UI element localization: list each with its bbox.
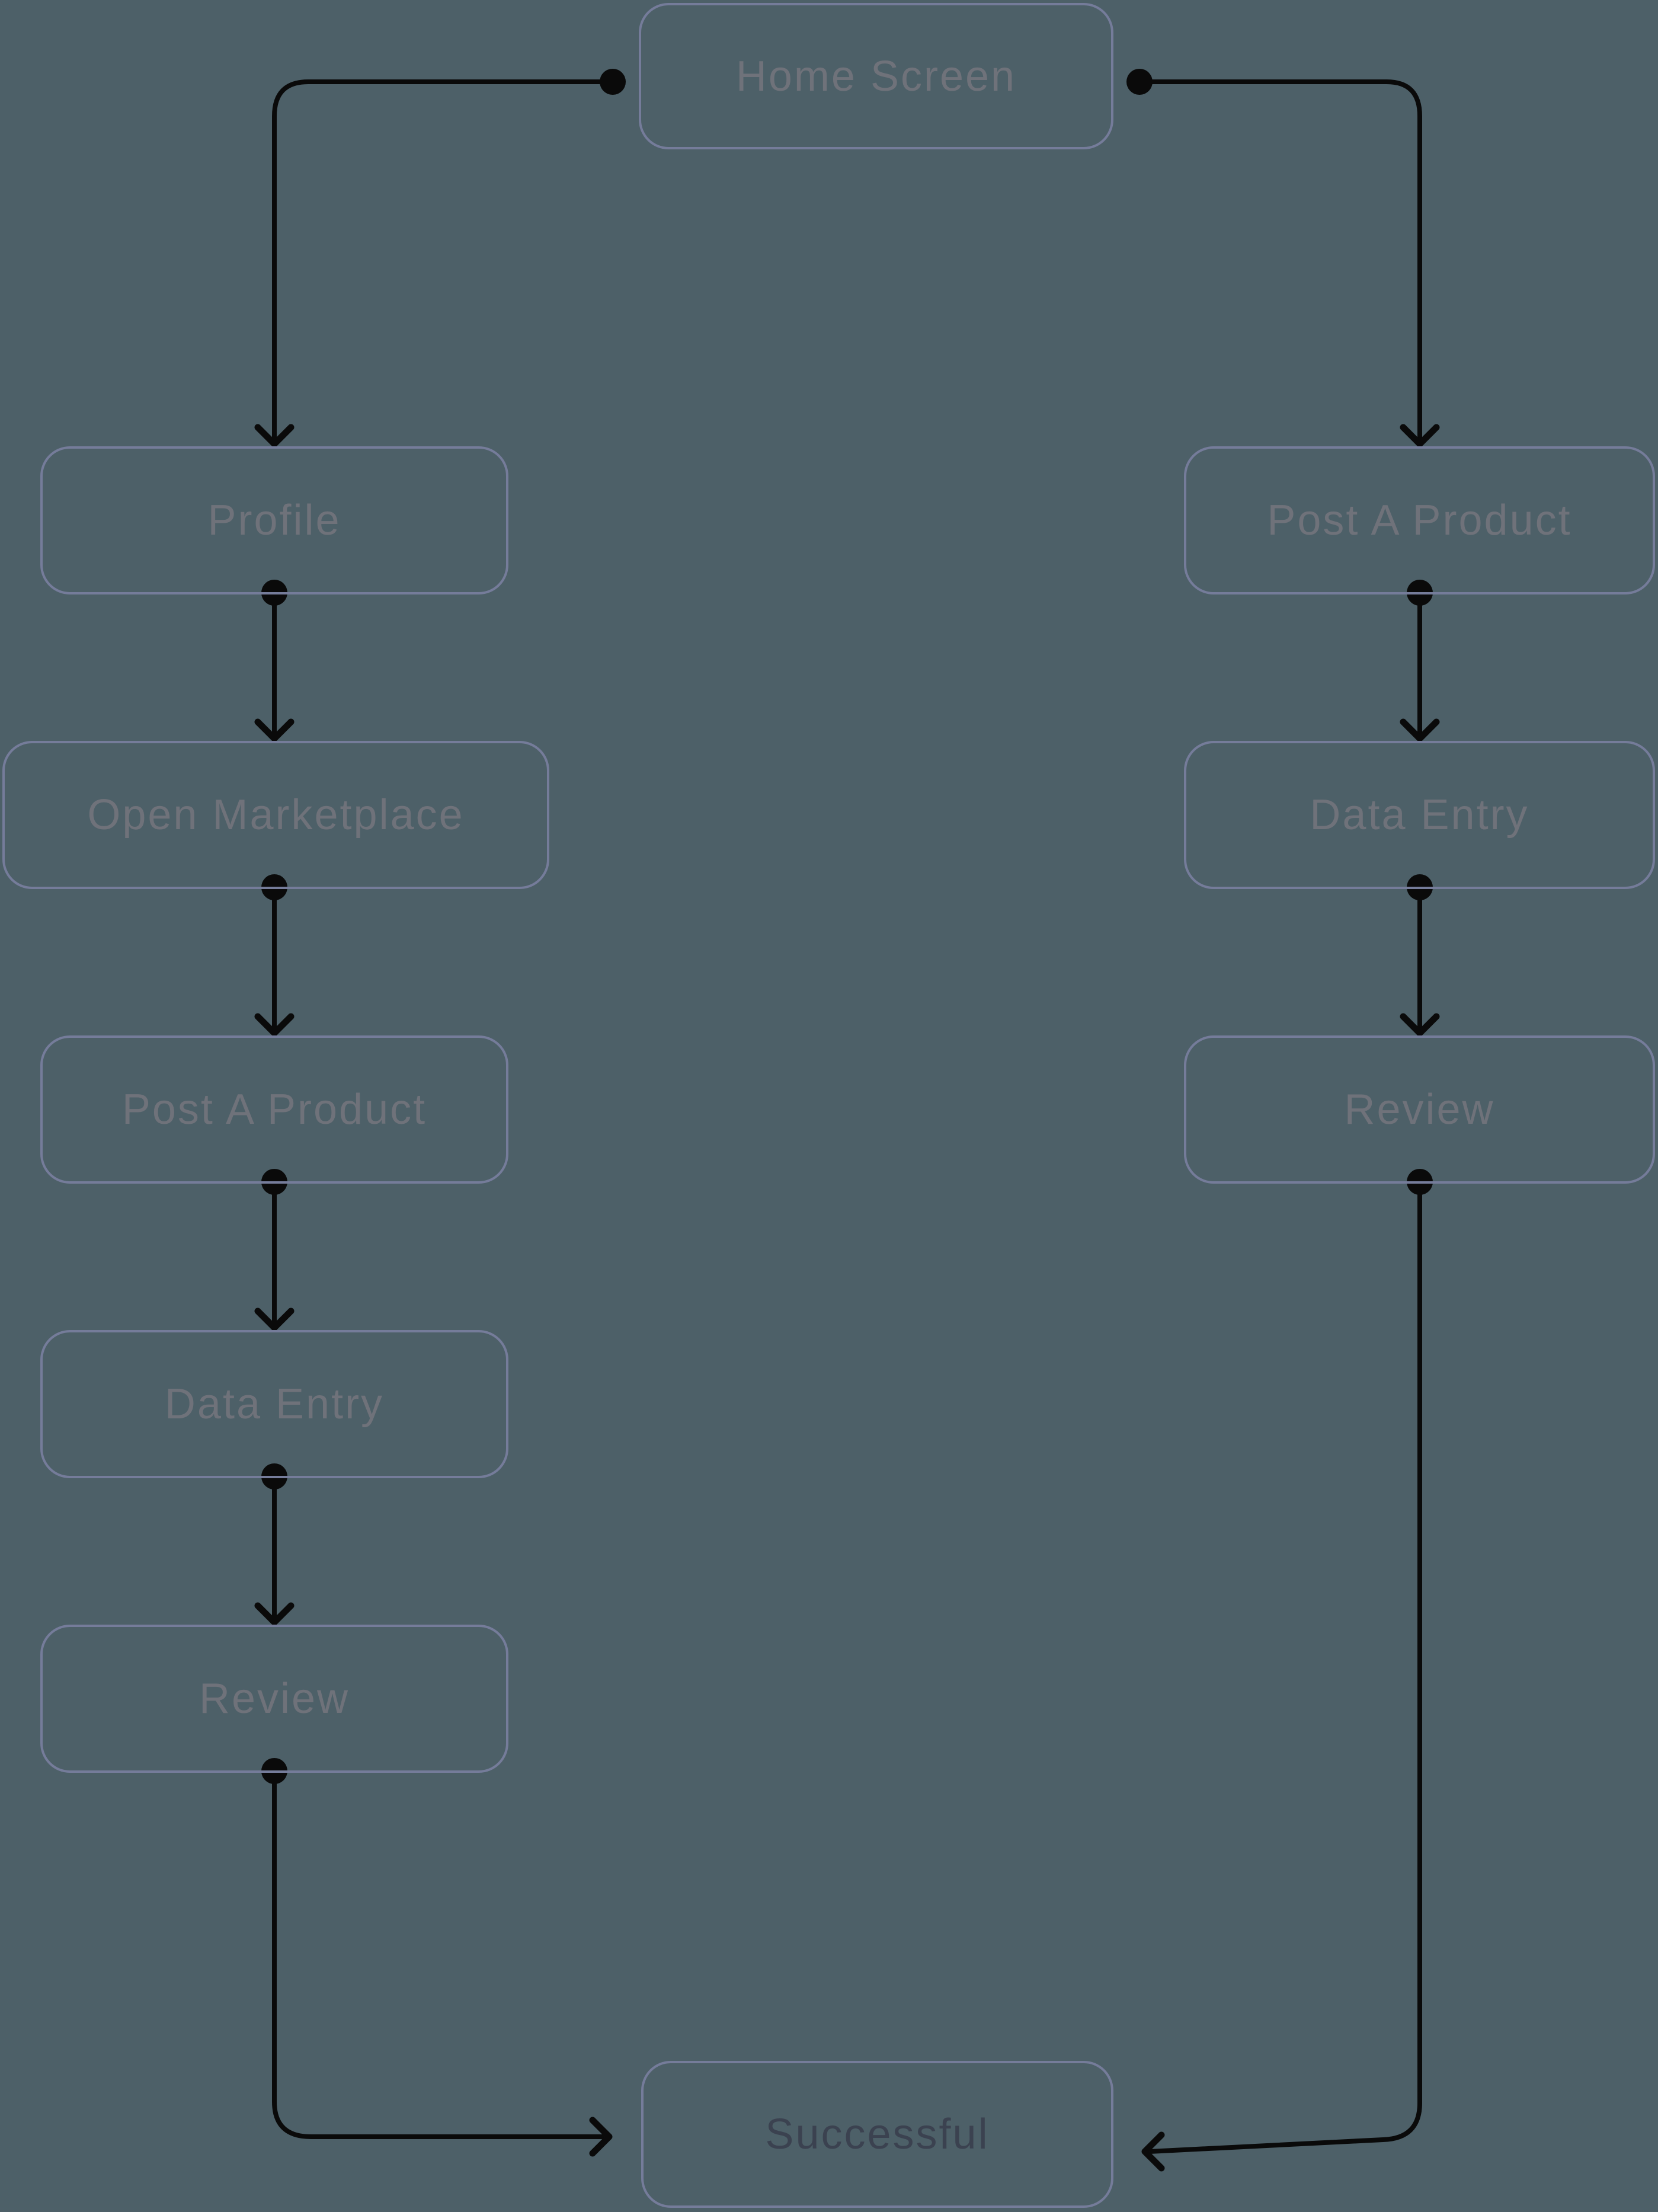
edge-profile-to-open-marketplace (254, 580, 295, 742)
arrowhead-down-icon (254, 718, 295, 742)
edge-data-entry-left-to-review-left (254, 1463, 295, 1626)
edge-line (272, 1771, 604, 2139)
edge-review-right-to-successful (1141, 1169, 1433, 2172)
node-label: Open Marketplace (87, 791, 465, 839)
node-label: Successful (765, 2111, 990, 2158)
arrowhead-right-icon (589, 2117, 613, 2157)
node-post-a-product-left: Post A Product (40, 1035, 508, 1184)
node-label: Data Entry (1310, 791, 1529, 839)
edge-home-screen-to-post-a-product-right (1126, 69, 1440, 447)
node-label: Post A Product (121, 1086, 427, 1133)
node-label: Profile (207, 497, 341, 544)
node-review-left: Review (40, 1625, 508, 1773)
edge-data-entry-right-to-review-right (1400, 874, 1440, 1037)
node-label: Review (1344, 1086, 1495, 1133)
node-successful: Successful (641, 2061, 1113, 2208)
arrowhead-down-icon (254, 424, 295, 447)
edge-post-a-product-left-to-data-entry-left (254, 1169, 295, 1331)
node-label: Post A Product (1267, 497, 1572, 544)
arrowhead-down-icon (1400, 424, 1440, 447)
node-post-a-product-right: Post A Product (1184, 446, 1655, 594)
edge-line (1149, 1182, 1422, 2154)
arrowhead-down-icon (254, 1602, 295, 1626)
arrowhead-down-icon (254, 1013, 295, 1037)
node-label: Review (199, 1675, 350, 1722)
node-data-entry-left: Data Entry (40, 1330, 508, 1478)
edge-line (272, 79, 613, 444)
edge-review-left-to-successful (261, 1758, 613, 2157)
node-label: Data Entry (164, 1380, 385, 1428)
node-review-right: Review (1184, 1035, 1655, 1184)
arrowhead-down-icon (254, 1308, 295, 1331)
node-profile: Profile (40, 446, 508, 594)
edge-open-marketplace-to-post-a-product-left (254, 874, 295, 1037)
node-open-marketplace: Open Marketplace (2, 741, 549, 889)
arrowhead-left-icon (1141, 2131, 1165, 2172)
node-home-screen: Home Screen (639, 3, 1113, 149)
arrowhead-down-icon (1400, 1013, 1440, 1037)
edge-line (1140, 79, 1422, 444)
edge-home-screen-to-profile (254, 69, 626, 447)
edge-post-a-product-right-to-data-entry-right (1400, 580, 1440, 742)
arrowhead-down-icon (1400, 718, 1440, 742)
node-label: Home Screen (735, 52, 1017, 100)
node-data-entry-right: Data Entry (1184, 741, 1655, 889)
